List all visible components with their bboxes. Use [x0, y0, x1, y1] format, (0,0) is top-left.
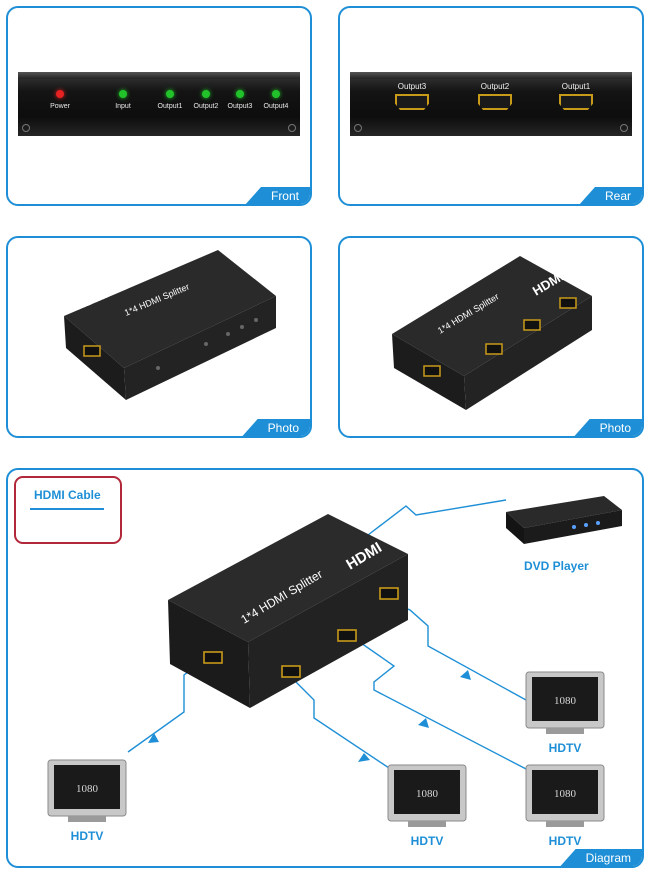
legend-box: HDMI Cable: [14, 476, 122, 544]
port-output1: Output1: [548, 82, 604, 110]
photo2-tab: Photo: [573, 419, 642, 436]
cable-tv2: [289, 675, 393, 771]
cable-tv3: [347, 633, 529, 771]
led-label: Output2: [193, 103, 219, 110]
hdmi-port-icon: [395, 94, 429, 110]
legend-line: [30, 508, 104, 510]
legend-label: HDMI Cable: [34, 488, 101, 502]
photo1-tab: Photo: [241, 419, 310, 436]
led-power: Power: [40, 90, 80, 110]
led-light: [119, 90, 127, 98]
splitter-photo-2: 1*4 HDMI Splitter HDMI: [392, 256, 592, 410]
diagram-tab: Diagram: [559, 849, 642, 866]
splitter-photo-1: HDMI 1*4 HDMI Splitter: [64, 250, 276, 400]
led-light: [236, 90, 244, 98]
dvd-player-icon: [506, 496, 622, 544]
led-output1: Output1: [150, 90, 190, 110]
rear-strip: Output3 Output2 Output1: [350, 72, 632, 136]
hdmi-port-icon: [559, 94, 593, 110]
splitter-device: 1*4 HDMI Splitter HDMI: [168, 514, 408, 708]
hdtv-label: HDTV: [549, 834, 582, 848]
led-light: [166, 90, 174, 98]
led-light: [56, 90, 64, 98]
photo-panel-1: HDMI 1*4 HDMI Splitter Photo: [6, 236, 312, 438]
port-label: Output1: [561, 82, 591, 91]
diagram-canvas: 1*4 HDMI Splitter HDMI DVD Player 1080HD…: [47, 496, 622, 848]
cable-input: [367, 499, 507, 536]
led-label: Input: [115, 103, 131, 110]
led-light: [202, 90, 210, 98]
port-label: Output2: [480, 82, 510, 91]
led-label: Output3: [227, 103, 253, 110]
hdtv-label: HDTV: [71, 829, 104, 843]
led-label: Output1: [157, 103, 183, 110]
port-output2: Output2: [467, 82, 523, 110]
led-output4: Output4: [256, 90, 296, 110]
led-label: Power: [50, 103, 70, 110]
led-output2: Output2: [186, 90, 226, 110]
tv-screen-text: 1080: [76, 783, 99, 795]
tv-screen-text: 1080: [554, 695, 577, 707]
front-strip: Power Input Output1 Output2 Output3 Output4: [18, 72, 300, 136]
led-label: Output4: [263, 103, 289, 110]
tv-screen-text: 1080: [416, 788, 439, 800]
front-tab: Front: [244, 187, 310, 204]
port-output3: Output3: [384, 82, 440, 110]
tv-screen-text: 1080: [554, 788, 577, 800]
photo-panel-2: 1*4 HDMI Splitter HDMI Photo: [338, 236, 644, 438]
port-label: Output3: [397, 82, 427, 91]
hdtv-label: HDTV: [411, 834, 444, 848]
hdtv-label: HDTV: [549, 741, 582, 755]
arrow-tv2: [358, 753, 370, 762]
rear-tab: Rear: [578, 187, 642, 204]
led-light: [272, 90, 280, 98]
arrow-tv3: [418, 718, 429, 728]
led-output3: Output3: [220, 90, 260, 110]
dvd-player-label: DVD Player: [524, 559, 589, 573]
arrow-tv1: [148, 733, 159, 743]
arrow-tv4: [460, 670, 471, 680]
hdmi-port-icon: [478, 94, 512, 110]
led-input: Input: [103, 90, 143, 110]
front-panel: Power Input Output1 Output2 Output3 Output4 F…: [6, 6, 312, 206]
rear-panel: Output3 Output2 Output1 Rear: [338, 6, 644, 206]
diagram-panel: HDMI Cable 1*4 HDMI Splitter HDMI: [6, 468, 644, 868]
